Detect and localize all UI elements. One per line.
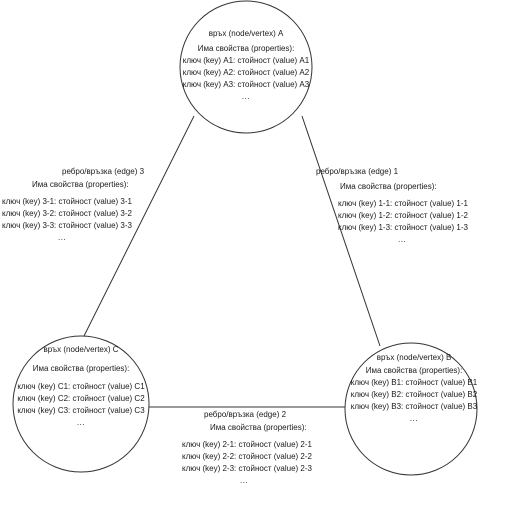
node-c-prop-3: ключ (key) C3: стойност (value) C3 [17, 406, 145, 415]
edge-2-prop-1: ключ (key) 2-1: стойност (value) 2-1 [182, 440, 312, 449]
edge-1-prop-3: ключ (key) 1-3: стойност (value) 1-3 [338, 223, 468, 232]
node-b-prop-3: ключ (key) B3: стойност (value) B3 [350, 402, 478, 411]
edge-3-prop-1: ключ (key) 3-1: стойност (value) 3-1 [2, 197, 132, 206]
edge-1-label: ребро/връзка (edge) 1 Има свойства (prop… [316, 166, 486, 246]
node-a-prop-3: ключ (key) A3: стойност (value) A3 [182, 80, 310, 89]
node-b-prop-2: ключ (key) B2: стойност (value) B2 [350, 390, 478, 399]
node-c-prop-1: ключ (key) C1: стойност (value) C1 [17, 382, 145, 391]
edge-3-title: ребро/връзка (edge) 3 [62, 167, 145, 176]
node-a-prop-2: ключ (key) A2: стойност (value) A2 [182, 68, 310, 77]
node-b-label: връх (node/vertex) B Има свойства (prope… [342, 352, 486, 425]
node-c-label: връх (node/vertex) C Има свойства (prope… [8, 344, 154, 429]
node-a-label: връх (node/vertex) A Има свойства (prope… [166, 28, 326, 103]
node-b-circle [344, 342, 478, 476]
node-c-circle [12, 335, 150, 473]
node-a-title: връх (node/vertex) A [208, 29, 284, 38]
edge-1-props-heading: Има свойства (properties): [340, 182, 437, 191]
edge-2-title: ребро/връзка (edge) 2 [204, 410, 287, 419]
node-c-title: връх (node/vertex) C [43, 345, 119, 354]
node-b-props-heading: Има свойства (properties): [365, 366, 463, 375]
node-a-props-heading: Има свойства (properties): [197, 44, 295, 53]
edge-3-line [83, 115, 195, 337]
edge-3-prop-3: ключ (key) 3-3: стойност (value) 3-3 [2, 221, 132, 230]
edge-3-more: ... [58, 233, 67, 242]
edge-2-more: ... [240, 476, 249, 485]
edge-3-prop-2: ключ (key) 3-2: стойност (value) 3-2 [2, 209, 132, 218]
edge-1-more: ... [398, 235, 407, 244]
node-c-more: ... [76, 418, 86, 427]
edge-1-line [301, 115, 381, 347]
edge-2-label: ребро/връзка (edge) 2 Има свойства (prop… [178, 409, 348, 487]
node-c-props-heading: Има свойства (properties): [32, 364, 130, 373]
edge-1-title: ребро/връзка (edge) 1 [316, 167, 399, 176]
edge-1-prop-2: ключ (key) 1-2: стойност (value) 1-2 [338, 211, 468, 220]
edge-2-prop-3: ключ (key) 2-3: стойност (value) 2-3 [182, 464, 312, 473]
node-c-prop-2: ключ (key) C2: стойност (value) C2 [17, 394, 145, 403]
edge-3-props-heading: Има свойства (properties): [32, 180, 129, 189]
edge-2-props-heading: Има свойства (properties): [210, 423, 307, 432]
edge-1-prop-1: ключ (key) 1-1: стойност (value) 1-1 [338, 199, 468, 208]
node-a-more: ... [241, 92, 251, 101]
node-b-more: ... [409, 414, 419, 423]
node-b-title: връх (node/vertex) B [376, 353, 452, 362]
node-a-circle [179, 0, 313, 134]
edge-3-label: ребро/връзка (edge) 3 Има свойства (prop… [2, 166, 172, 244]
node-a-prop-1: ключ (key) A1: стойност (value) A1 [182, 56, 310, 65]
edge-2-prop-2: ключ (key) 2-2: стойност (value) 2-2 [182, 452, 312, 461]
node-b-prop-1: ключ (key) B1: стойност (value) B1 [350, 378, 478, 387]
